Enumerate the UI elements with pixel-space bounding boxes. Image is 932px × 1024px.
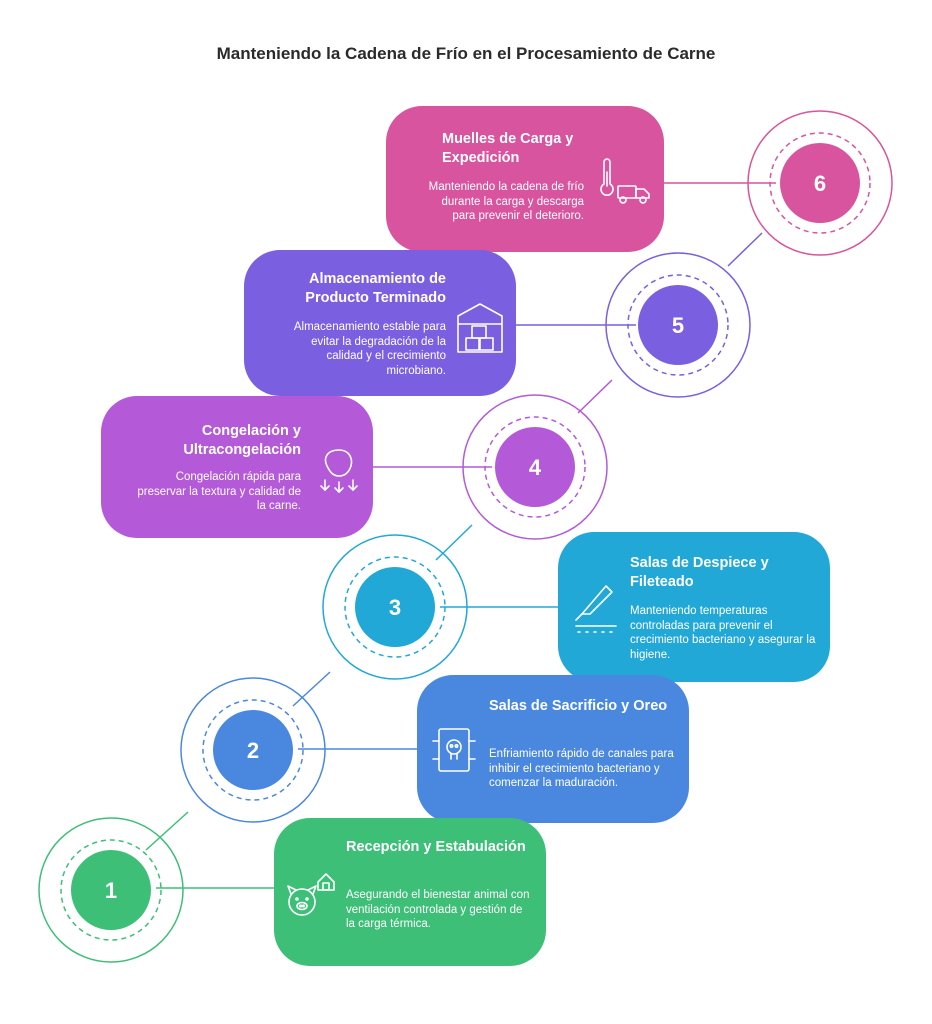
step-title-1: Recepción y Estabulación xyxy=(346,839,526,855)
step-node-1: 1 xyxy=(38,817,184,963)
step-node-2: 2 xyxy=(180,677,326,823)
thermometer-truck-icon xyxy=(600,158,650,204)
step-desc-5: Almacenamiento estable para evitar la de… xyxy=(293,321,446,377)
step-desc-6: Manteniendo la cadena de frío durante la… xyxy=(428,181,584,222)
warehouse-boxes-icon xyxy=(457,303,503,353)
step-number-3: 3 xyxy=(389,595,401,620)
step-number-5: 5 xyxy=(672,313,684,338)
step-desc-3: Manteniendo temperaturas controladas par… xyxy=(630,605,816,661)
step-title-3: Salas de Despiece y Fileteado xyxy=(630,555,769,590)
step-node-3: 3 xyxy=(322,534,468,680)
step-card-1: Recepción y Estabulación Asegurando el b… xyxy=(274,818,546,966)
step-card-3: Salas de Despiece y Fileteado Manteniend… xyxy=(558,532,830,682)
step-card-6: Muelles de Carga y Expedición Manteniend… xyxy=(386,106,664,252)
step-desc-4: Congelación rápida para preservar la tex… xyxy=(137,471,301,512)
step-card-2: Salas de Sacrificio y Oreo Enfriamiento … xyxy=(417,675,689,823)
step-node-5: 5 xyxy=(605,252,751,398)
step-node-4: 4 xyxy=(462,394,608,540)
step-number-2: 2 xyxy=(247,738,259,763)
step-number-1: 1 xyxy=(105,878,117,903)
cold-room-skull-icon xyxy=(432,728,476,772)
step-card-5: Almacenamiento de Producto Terminado Alm… xyxy=(244,250,516,396)
step-title-5: Almacenamiento de Producto Terminado xyxy=(305,271,446,306)
connector-3-4 xyxy=(435,524,473,561)
step-card-4: Congelación y Ultracongelación Congelaci… xyxy=(101,396,373,538)
step-node-6: 6 xyxy=(747,110,893,256)
step-title-6: Muelles de Carga y Expedición xyxy=(442,131,574,166)
connector-4-5 xyxy=(577,379,613,414)
pig-barn-icon xyxy=(287,873,335,916)
step-number-4: 4 xyxy=(529,455,542,480)
connector-5-6 xyxy=(727,232,763,267)
diagram-title: Manteniendo la Cadena de Frío en el Proc… xyxy=(216,44,716,63)
step-title-2: Salas de Sacrificio y Oreo xyxy=(489,698,668,714)
freezing-icon xyxy=(320,449,358,493)
step-title-4: Congelación y Ultracongelación xyxy=(183,423,301,458)
step-desc-2: Enfriamiento rápido de canales para inhi… xyxy=(489,748,674,789)
connector-1-2 xyxy=(145,811,189,851)
connector-2-3 xyxy=(292,671,331,707)
connector-layer xyxy=(145,182,776,889)
step-desc-1: Asegurando el bienestar animal con venti… xyxy=(346,889,530,930)
knife-icon xyxy=(575,585,617,633)
step-number-6: 6 xyxy=(814,171,826,196)
